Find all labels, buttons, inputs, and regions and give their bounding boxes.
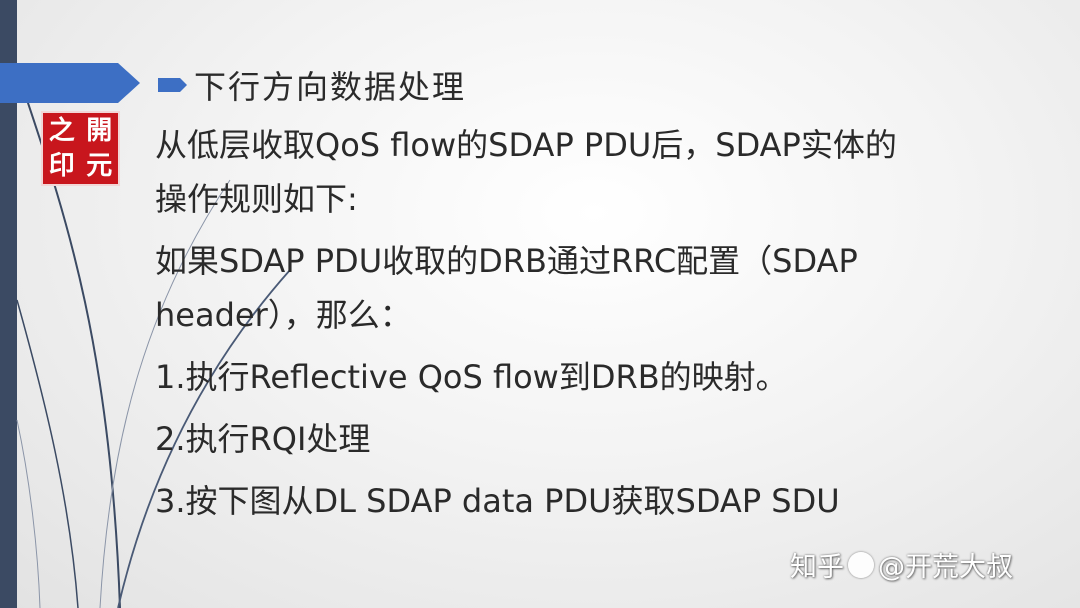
left-accent-bar: [0, 0, 17, 608]
logo-char: 之: [48, 115, 75, 146]
body-line: 1.执行Reflective QoS flow到DRB的映射。: [155, 358, 788, 396]
body-line: 从低层收取QoS flow的SDAP PDU后，SDAP实体的: [155, 126, 897, 164]
body-line: 2.执行RQI处理: [155, 420, 371, 458]
watermark-text: @开荒大叔: [878, 552, 1013, 583]
logo-char: 元: [86, 151, 113, 182]
heading-text: 下行方向数据处理: [194, 68, 467, 106]
watermark-avatar-icon: [848, 551, 874, 578]
arrow-bullet-icon: [158, 78, 187, 92]
title-arrow-banner: [0, 63, 140, 103]
logo-char: 開: [86, 115, 113, 146]
body-line: 如果SDAP PDU收取的DRB通过RRC配置（SDAP: [155, 242, 858, 280]
logo: 之 開 印 元: [41, 111, 120, 186]
body-line: header），那么：: [155, 296, 412, 334]
body-line: 3.按下图从DL SDAP data PDU获取SDAP SDU: [155, 482, 840, 520]
slide-body: 从低层收取QoS flow的SDAP PDU后，SDAP实体的 操作规则如下: …: [155, 118, 1035, 528]
decorative-swoosh-lines: [16, 69, 291, 608]
slide-heading: 下行方向数据处理: [158, 62, 466, 108]
watermark: 知乎 @开荒大叔: [790, 545, 1013, 584]
body-line: 操作规则如下:: [155, 180, 358, 218]
logo-char: 印: [48, 151, 75, 182]
watermark-prefix: 知乎: [790, 552, 844, 583]
